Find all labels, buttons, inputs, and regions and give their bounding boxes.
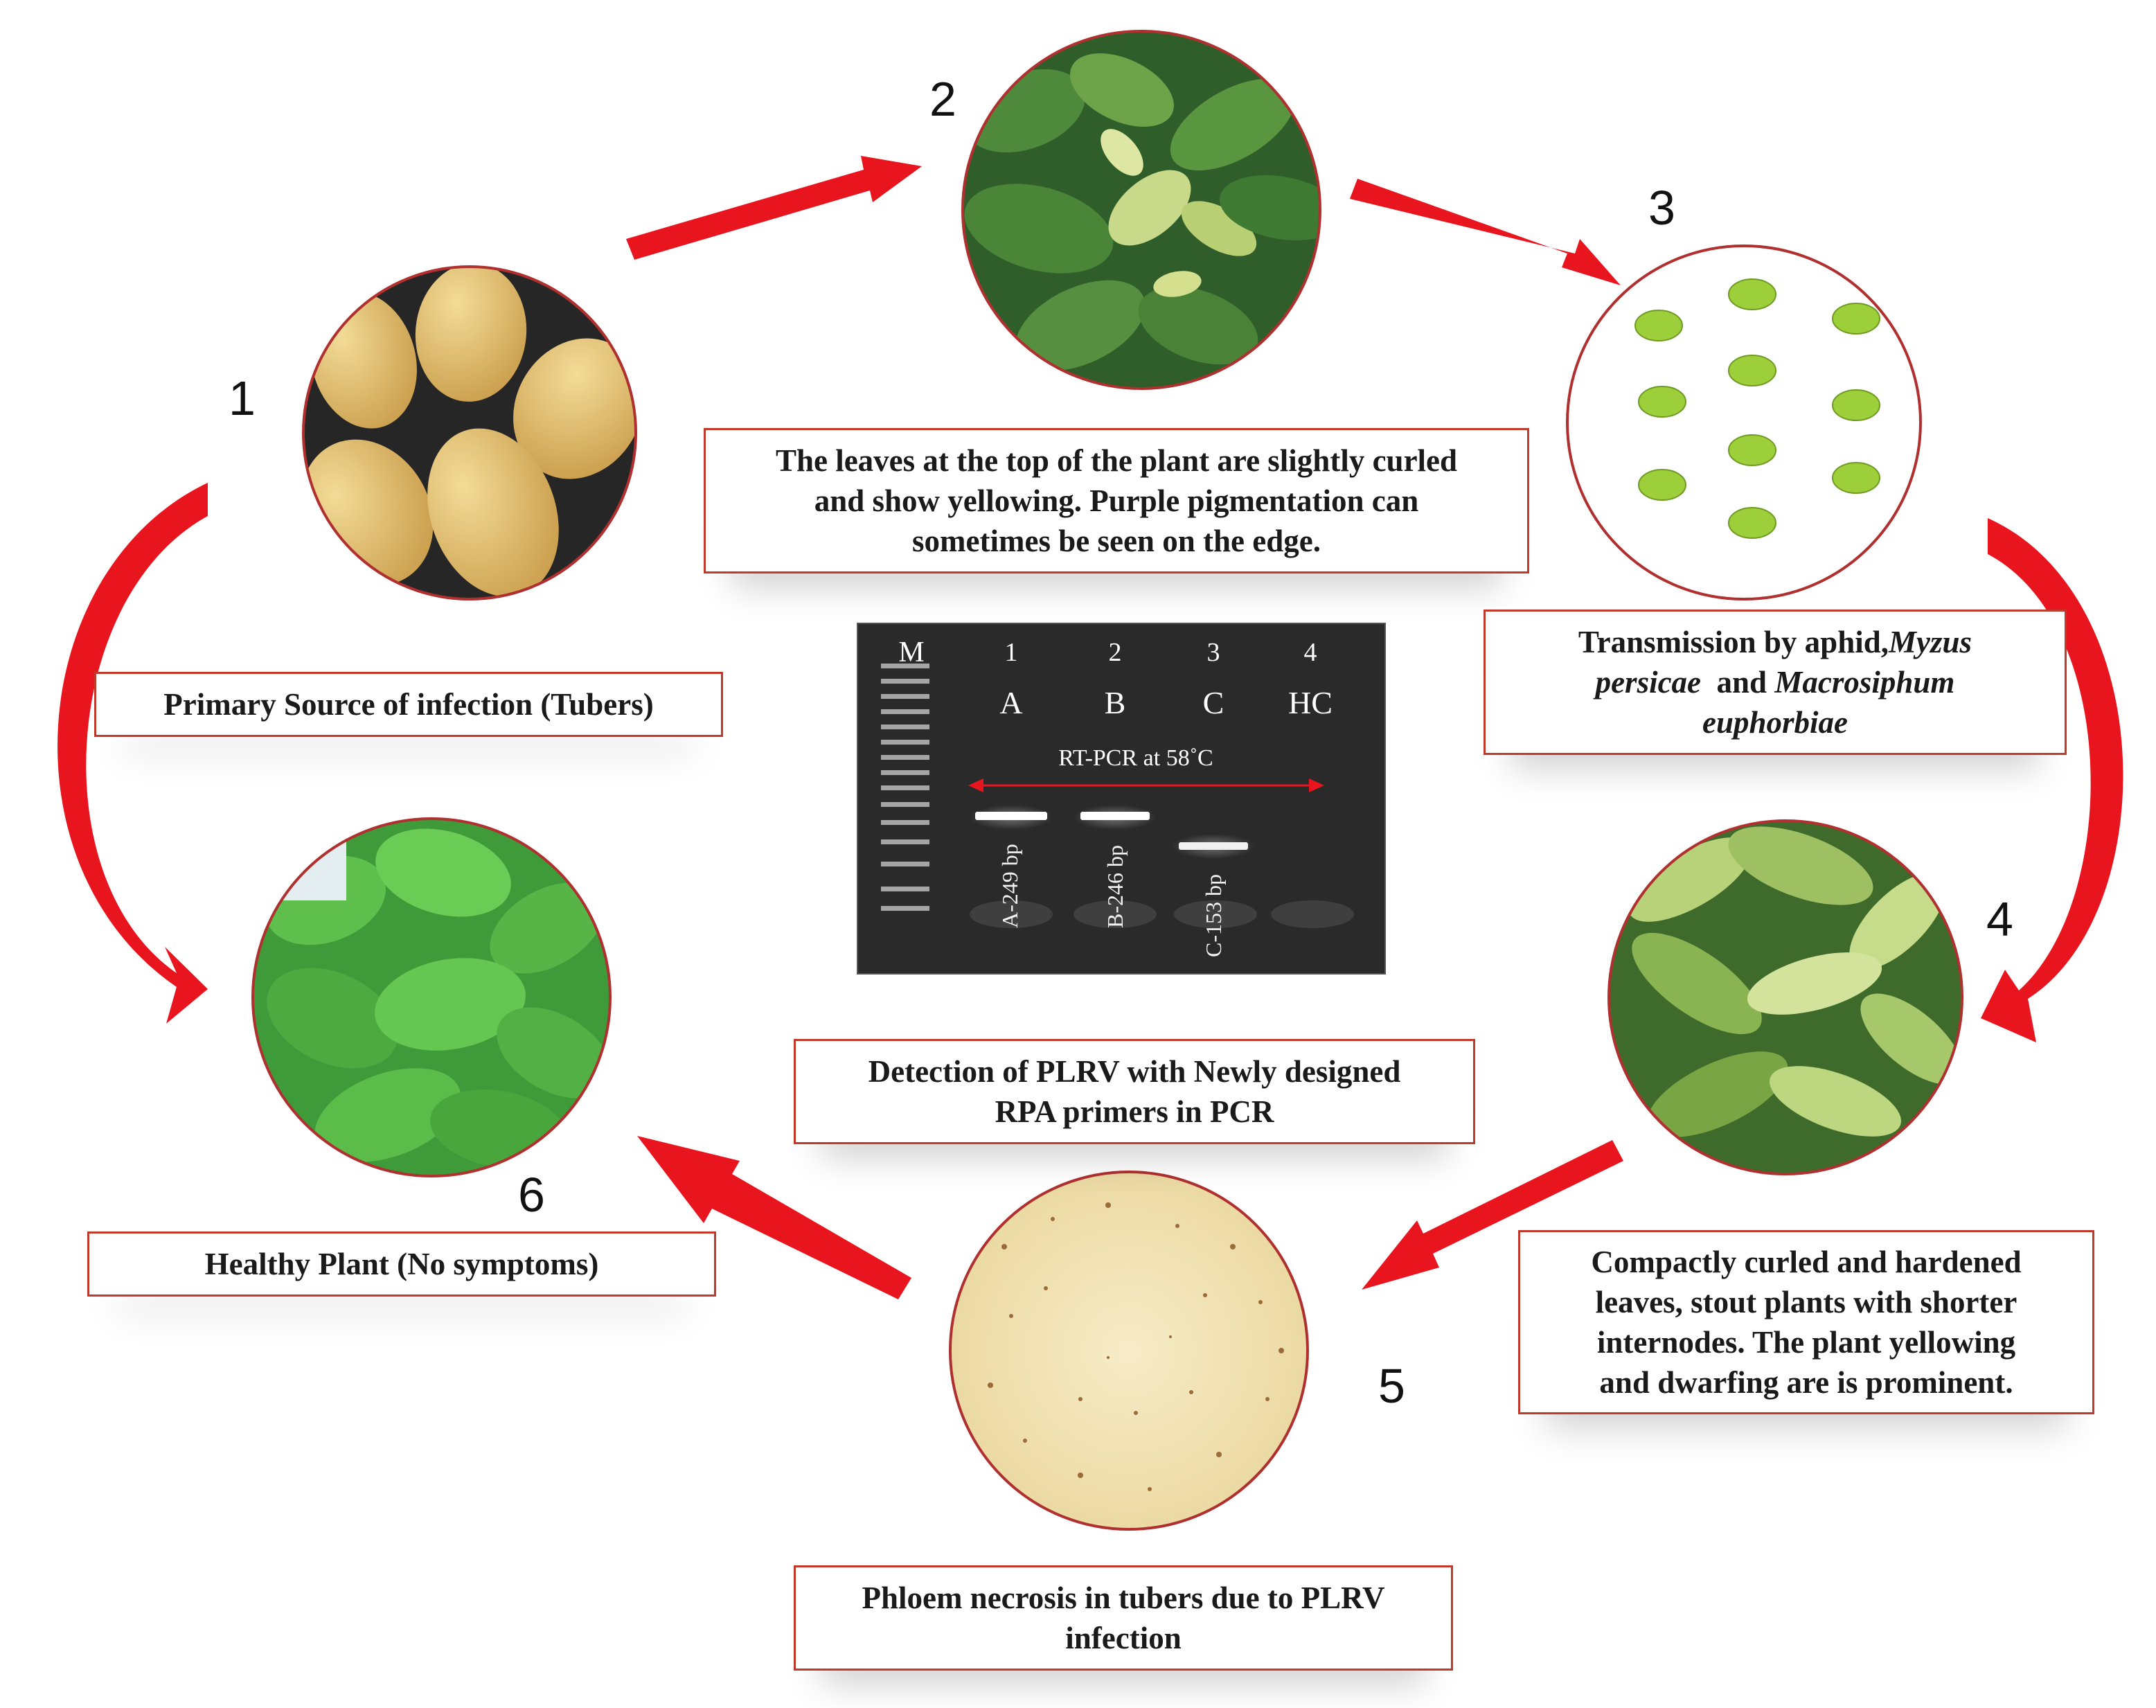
arrow-1-to-6-curved [57,483,208,1024]
caption-step-6: Healthy Plant (No symptoms) [87,1231,716,1297]
step-6-number: 6 [518,1168,545,1222]
caption-step-3-conj: and [1716,665,1767,700]
arrow-2-to-3 [1350,179,1621,285]
caption-step-6-text: Healthy Plant (No symptoms) [204,1247,599,1281]
gel-marker-label: M [898,637,925,668]
tubers-photo [302,265,637,601]
band-b [1073,805,1157,830]
rt-pcr-range-arrow [968,779,1324,792]
caption-step-5-line-1: Phloem necrosis in tubers due to PLRV [862,1581,1385,1615]
species-euphorbiae: euphorbiae [1702,705,1848,740]
tuber-necrosis-photo [949,1171,1309,1531]
gel-lane-1-number: 1 [1004,638,1018,667]
caption-step-4-line-1: Compactly curled and hardened [1591,1245,2022,1279]
gel-band-a-label: A-249 bp [997,844,1022,928]
caption-detection-line-1: Detection of PLRV with Newly designed [868,1054,1401,1089]
caption-step-3-prefix: Transmission by aphid, [1578,625,1889,659]
step-5-number: 5 [1378,1359,1405,1413]
caption-step-5-line-2: infection [1065,1621,1182,1655]
gel-lane-4-number: 4 [1303,638,1317,667]
gel-band-b-label: B-246 bp [1103,845,1128,928]
caption-step-3-line-1: Transmission by aphid,Myzus [1578,622,1972,662]
caption-step-2-line-1: The leaves at the top of the plant are s… [775,443,1458,478]
gel-lane-1-letter: A [999,685,1023,720]
caption-step-4-line-4: and dwarfing are is prominent. [1599,1365,2013,1400]
caption-step-5: Phloem necrosis in tubers due to PLRV in… [794,1565,1453,1671]
arrow-1-to-2 [626,156,922,260]
species-myzus: Myzus [1889,625,1972,659]
gel-lane-2-number: 2 [1108,638,1122,667]
caption-detection-line-2: RPA primers in PCR [995,1094,1274,1129]
caption-step-2: The leaves at the top of the plant are s… [704,428,1529,573]
band-c [1172,834,1255,859]
marker-ladder [881,664,929,911]
arrow-4-to-5 [1362,1140,1623,1290]
species-persicae: persicae [1595,665,1702,700]
caption-step-3-line-2: persicae and Macrosiphum [1596,662,1955,702]
caption-step-2-line-2: and show yellowing. Purple pigmentation … [814,483,1419,518]
arrow-5-to-6 [637,1136,911,1299]
aphids-illustration [1566,244,1922,601]
gel-rt-pcr-label: RT-PCR at 58˚C [1058,745,1213,771]
step-2-number: 2 [929,72,956,126]
gel-image [857,623,1386,975]
gel-lane-3-number: 3 [1206,638,1220,667]
caption-step-1-text: Primary Source of infection (Tubers) [163,687,654,722]
caption-step-3: Transmission by aphid,Myzus persicae and… [1484,610,2067,755]
gel-band-c-label: C-153 bp [1201,874,1226,957]
caption-step-2-line-3: sometimes be seen on the edge. [912,524,1321,558]
caption-step-4-line-2: leaves, stout plants with shorter [1595,1285,2017,1319]
gel-lane-2-letter: B [1104,685,1126,720]
caption-step-4: Compactly curled and hardened leaves, st… [1518,1230,2094,1414]
step-1-number: 1 [229,371,256,425]
caption-step-4-line-3: internodes. The plant yellowing [1596,1325,2016,1360]
band-a [970,805,1053,830]
curled-leaves-photo [961,30,1321,390]
species-macrosiphum: Macrosiphum [1774,665,1955,700]
curled-plant-photo [1607,819,1963,1175]
arrow-3-to-4-curved [1981,518,2123,1042]
gel-lane-4-letter: HC [1288,685,1333,720]
healthy-plant-photo [251,817,612,1177]
caption-step-1: Primary Source of infection (Tubers) [94,672,723,737]
gel-lane-3-letter: C [1202,685,1224,720]
caption-step-3-line-3: euphorbiae [1702,702,1848,742]
step-4-number: 4 [1986,892,2013,946]
step-3-number: 3 [1648,181,1675,235]
caption-detection: Detection of PLRV with Newly designed RP… [794,1039,1475,1144]
